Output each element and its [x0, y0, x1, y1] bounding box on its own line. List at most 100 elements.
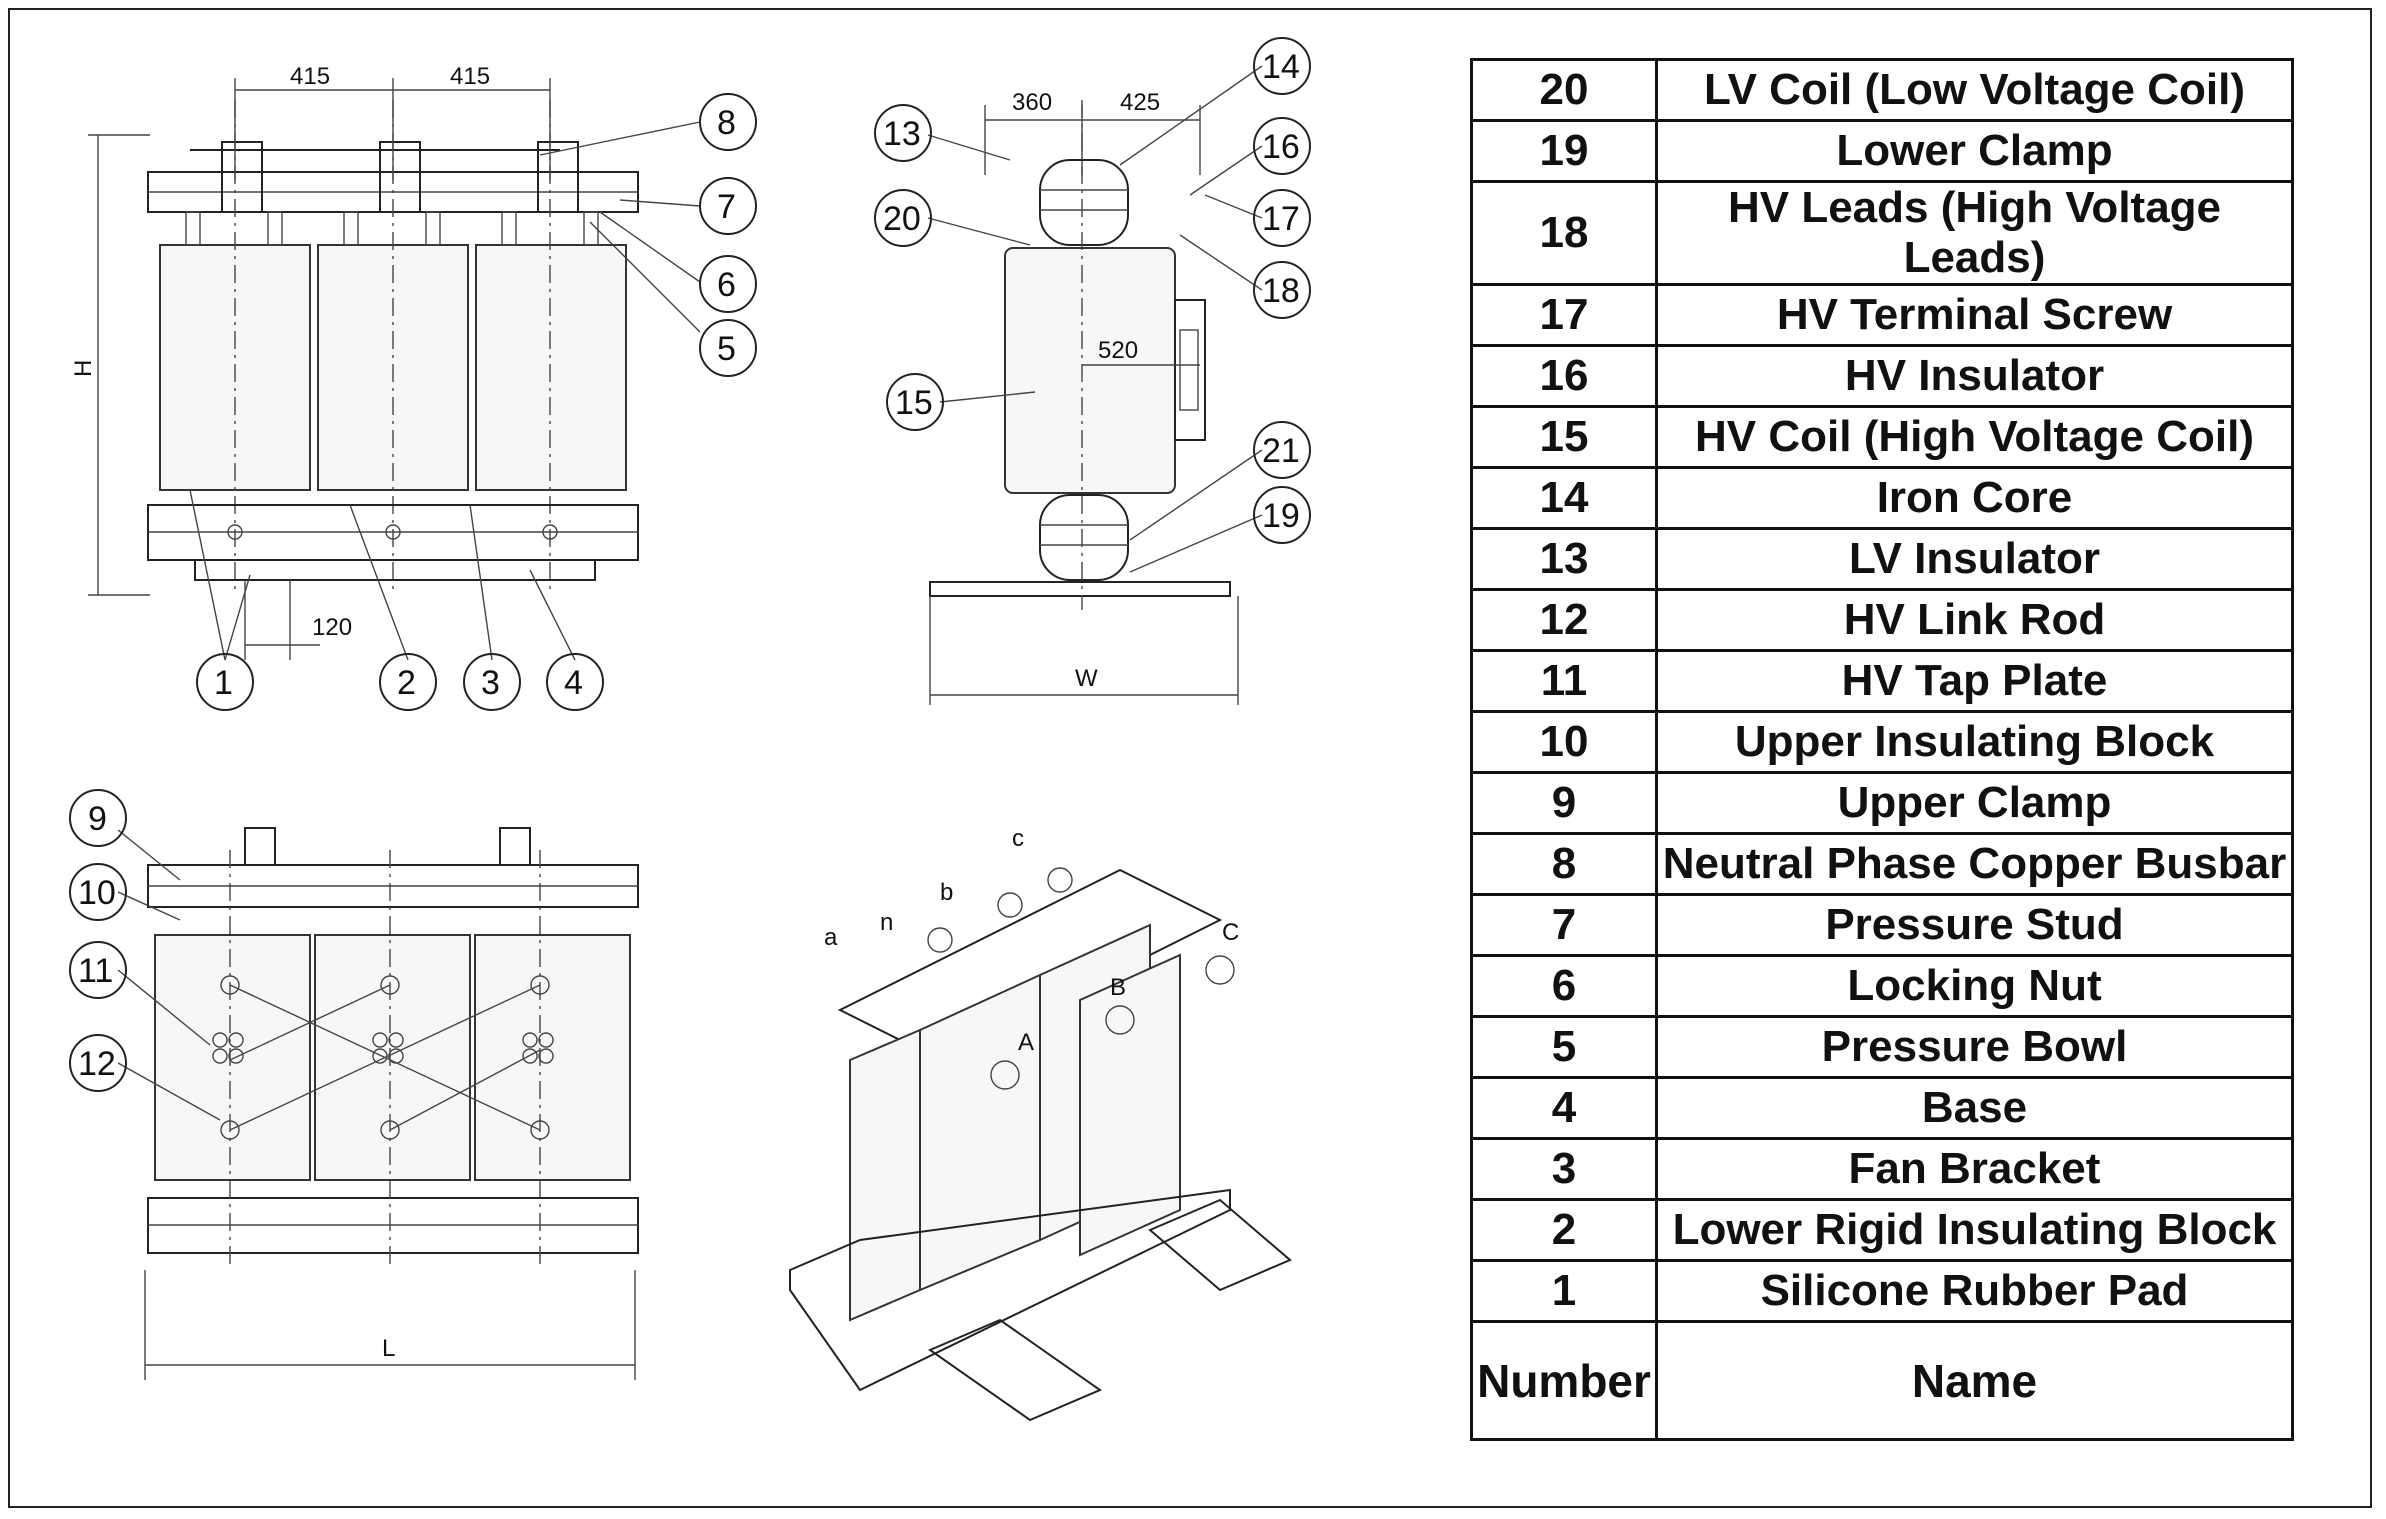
callout-9: 9	[69, 789, 127, 847]
part-name: Base	[1655, 1076, 2294, 1140]
dim-520: 520	[1098, 337, 1138, 364]
svg-text:16: 16	[1262, 128, 1300, 166]
dim-415-left: 415	[290, 63, 330, 90]
svg-text:6: 6	[717, 266, 736, 304]
drawing-frame	[8, 8, 2372, 1508]
part-name: HV Tap Plate	[1655, 649, 2294, 713]
callout-2: 2	[379, 653, 437, 711]
hv-view: L 9 10 11 12	[69, 789, 639, 1380]
svg-text:19: 19	[1262, 497, 1300, 535]
part-number: 18	[1470, 180, 1658, 286]
svg-text:17: 17	[1262, 200, 1300, 238]
terminal-n: n	[880, 909, 893, 936]
header-name: Name	[1655, 1320, 2294, 1441]
part-name: Upper Insulating Block	[1655, 710, 2294, 774]
callout-16: 16	[1253, 117, 1311, 175]
svg-text:9: 9	[88, 800, 107, 838]
part-number: 5	[1470, 1015, 1658, 1079]
part-name: LV Coil (Low Voltage Coil)	[1655, 58, 2294, 122]
part-name: Fan Bracket	[1655, 1137, 2294, 1201]
part-name: Locking Nut	[1655, 954, 2294, 1018]
svg-text:8: 8	[717, 104, 736, 142]
callout-17: 17	[1253, 189, 1311, 247]
part-name: HV Terminal Screw	[1655, 283, 2294, 347]
part-name: Lower Rigid Insulating Block	[1655, 1198, 2294, 1262]
part-number: 15	[1470, 405, 1658, 469]
part-name: Upper Clamp	[1655, 771, 2294, 835]
callout-15: 15	[886, 373, 944, 431]
callout-1: 1	[196, 653, 254, 711]
isometric-view: a n b c A B C	[789, 825, 1292, 1422]
part-name: Lower Clamp	[1655, 119, 2294, 183]
part-name: HV Coil (High Voltage Coil)	[1655, 405, 2294, 469]
terminal-B: B	[1110, 974, 1126, 1001]
part-number: 17	[1470, 283, 1658, 347]
part-number: 3	[1470, 1137, 1658, 1201]
svg-text:1: 1	[214, 664, 233, 702]
part-number: 6	[1470, 954, 1658, 1018]
callout-20: 20	[874, 189, 932, 247]
svg-text:20: 20	[883, 200, 921, 238]
part-number: 12	[1470, 588, 1658, 652]
front-view: 415 415 H 1 2	[70, 63, 757, 711]
part-number: 7	[1470, 893, 1658, 957]
svg-text:4: 4	[564, 664, 583, 702]
part-number: 2	[1470, 1198, 1658, 1262]
part-name: Pressure Stud	[1655, 893, 2294, 957]
svg-text:21: 21	[1262, 432, 1300, 470]
svg-text:2: 2	[397, 664, 416, 702]
svg-text:14: 14	[1262, 48, 1300, 86]
dim-120: 120	[312, 614, 352, 641]
terminal-c: c	[1012, 825, 1024, 852]
part-number: 4	[1470, 1076, 1658, 1140]
svg-text:5: 5	[717, 330, 736, 368]
svg-text:10: 10	[78, 874, 116, 912]
part-name: Pressure Bowl	[1655, 1015, 2294, 1079]
part-number: 8	[1470, 832, 1658, 896]
part-number: 10	[1470, 710, 1658, 774]
dim-length: L	[382, 1335, 395, 1362]
part-name: HV Leads (High Voltage Leads)	[1655, 180, 2294, 286]
dim-height: H	[70, 360, 97, 377]
part-name: HV Link Rod	[1655, 588, 2294, 652]
part-name: Neutral Phase Copper Busbar	[1655, 832, 2294, 896]
part-name: HV Insulator	[1655, 344, 2294, 408]
part-number: 14	[1470, 466, 1658, 530]
svg-text:7: 7	[717, 188, 736, 226]
part-name: Iron Core	[1655, 466, 2294, 530]
callout-19: 19	[1253, 486, 1311, 544]
part-name: Silicone Rubber Pad	[1655, 1259, 2294, 1323]
svg-text:13: 13	[883, 115, 921, 153]
callout-13: 13	[874, 104, 932, 162]
part-number: 13	[1470, 527, 1658, 591]
side-view: 360 425 520 W 13 20 1	[874, 37, 1311, 705]
part-number: 19	[1470, 119, 1658, 183]
dim-415-right: 415	[450, 63, 490, 90]
callout-12: 12	[69, 1034, 127, 1092]
part-number: 11	[1470, 649, 1658, 713]
svg-text:12: 12	[78, 1045, 116, 1083]
callout-11: 11	[69, 941, 127, 999]
part-number: 1	[1470, 1259, 1658, 1323]
part-name: LV Insulator	[1655, 527, 2294, 591]
svg-text:3: 3	[481, 664, 500, 702]
callout-6: 6	[699, 255, 757, 313]
